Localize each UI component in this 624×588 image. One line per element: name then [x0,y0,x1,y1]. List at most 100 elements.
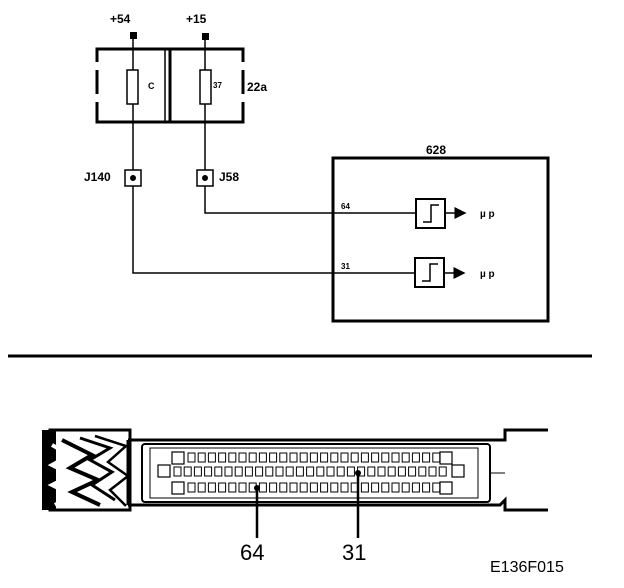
pin-cell [387,466,396,477]
pin-row-bottom [187,482,441,493]
pin-key-left-bot [171,481,185,495]
output-label-upper: µ p [480,209,495,220]
pin-cell [197,482,206,493]
pin-cell [197,452,206,463]
output-label-lower: µ p [480,269,495,280]
pin-cell [207,482,216,493]
pin-cell [258,482,267,493]
pin-row-top [187,452,441,463]
supply-label-54: +54 [110,12,131,26]
pin-cell [371,482,380,493]
pin-cell [309,482,318,493]
pin-cell [336,466,345,477]
pin-cell [214,466,223,477]
pin-cell [295,466,304,477]
pin-cell [306,466,315,477]
pin-cell [360,452,369,463]
pin-cell [350,452,359,463]
pin-cell [238,452,247,463]
pin-cell [309,452,318,463]
pin-cell [330,482,339,493]
fuse-box [94,47,246,124]
pin-cell [371,452,380,463]
pin-cell [367,466,376,477]
pin-cell [432,452,441,463]
pin-cell [397,466,406,477]
pin-cell [330,452,339,463]
pin-cell [279,482,288,493]
pin-cell [228,452,237,463]
pin-cell [193,466,202,477]
pin-cell [228,482,237,493]
pin-cell [411,482,420,493]
pin-cell [289,452,298,463]
pin-row-middle [173,466,447,477]
pin-cell [320,452,329,463]
pin-cell [204,466,213,477]
ecu-label: 628 [426,143,446,157]
pin-cell [381,452,390,463]
cable-bundle [42,428,132,512]
junction-j140 [124,169,142,187]
junction-label-j140: J140 [84,170,111,184]
pin-cell [187,452,196,463]
pin-cell [346,466,355,477]
fuse-label-c: C [148,81,155,91]
figure-code: E136F015 [490,559,564,576]
pin-cell [234,466,243,477]
schmitt-trigger-lower [414,257,445,288]
pin-cell [381,482,390,493]
junction-label-j58: J58 [219,170,239,184]
pin-cell [422,452,431,463]
pin-cell [258,452,267,463]
pin-cell [244,466,253,477]
pin-cell [265,466,274,477]
pin-label-31: 31 [341,262,350,271]
connector-drawing: 64 31 [42,428,548,565]
supply-label-15: +15 [186,12,207,26]
pin-cell [411,452,420,463]
pin-cell [224,466,233,477]
pin-label-64: 64 [341,202,350,211]
pin-cell [299,452,308,463]
pin-cell [275,466,284,477]
pin-cell [432,482,441,493]
pin-cell [289,482,298,493]
junction-j58 [196,169,214,187]
pin-callout-31: 31 [342,540,366,565]
pin-cell [173,466,182,477]
pin-cell [279,452,288,463]
pin-cell [438,466,447,477]
pin-cell [326,466,335,477]
pin-cell [299,482,308,493]
pin-cell [360,482,369,493]
pin-key-right-top [439,451,453,465]
supply-terminal-54 [130,32,137,39]
pin-cell [255,466,264,477]
pin-cell [320,482,329,493]
ecu-box [331,156,550,323]
fuse-box-label: 22a [247,80,267,94]
pin-cell [269,482,278,493]
pin-cell [391,482,400,493]
pin-cell [377,466,386,477]
pin-key-left-mid [157,464,171,478]
pin-cell [401,452,410,463]
pin-cell [218,452,227,463]
pin-cell [183,466,192,477]
supply-terminal-15 [202,33,209,40]
pin-cell [187,482,196,493]
pin-cell [408,466,417,477]
pin-cell [418,466,427,477]
pin-cell [340,452,349,463]
pin-cell [285,466,294,477]
pin-key-right-bot [439,481,453,495]
pin-key-left-top [171,451,185,465]
pin-cell [218,482,227,493]
pin-cell [248,452,257,463]
fuse-label-37: 37 [213,81,222,90]
pin-callout-64: 64 [240,540,264,565]
schmitt-trigger-upper [415,198,446,229]
pin-cell [391,452,400,463]
